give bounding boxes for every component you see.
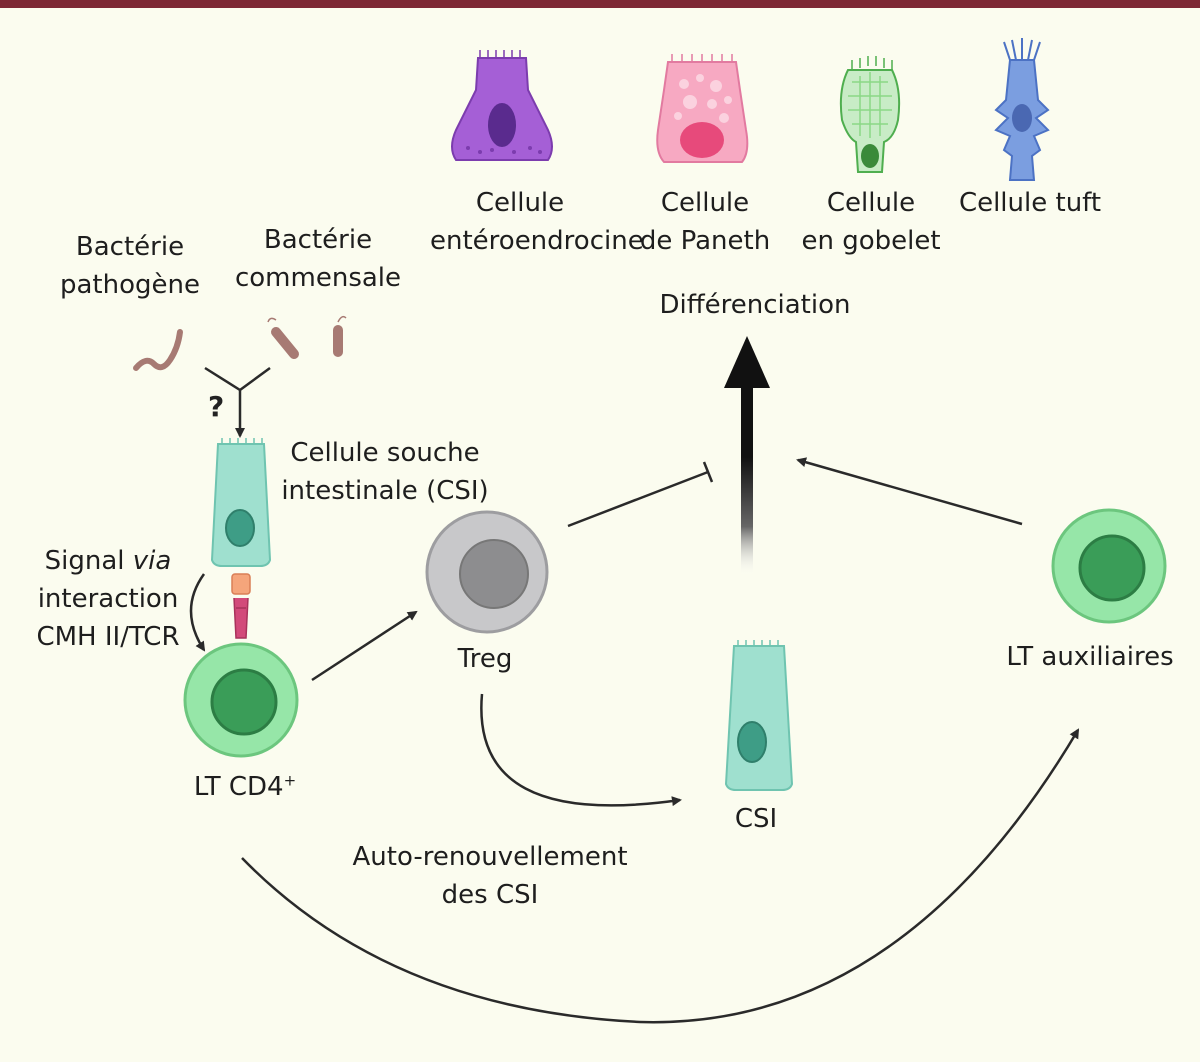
commensal-bacteria-label: Bactérie commensale — [234, 225, 402, 293]
cd4-to-treg-arrow — [311, 610, 418, 682]
goblet-label: Cellule en gobelet — [801, 188, 941, 256]
treg-inhibition-line — [567, 461, 714, 528]
helper-to-differentiation-arrow — [796, 457, 1023, 526]
cd4-to-helper-arc-arrow — [241, 728, 1080, 1024]
treg-cell-icon — [425, 510, 549, 634]
tuft-label: Cellule tuft — [958, 188, 1102, 218]
top-border-bar — [0, 0, 1200, 8]
lt-cd4-label: LT CD4+ — [193, 771, 297, 802]
receptor-arrow — [204, 366, 271, 436]
enteroendocrine-cell-icon — [451, 50, 553, 161]
self-renewal-arrow — [480, 693, 682, 807]
goblet-cell-icon — [839, 56, 901, 173]
commensal-bacteria-icon — [267, 315, 347, 359]
pathogenic-bacteria-label: Bactérie pathogène — [60, 232, 200, 300]
self-renewal-label: Auto-renouvellement des CSI — [352, 842, 628, 910]
csi-label: CSI — [734, 804, 778, 834]
isc-title-label: Cellule souche intestinale (CSI) — [281, 438, 489, 506]
tuft-cell-icon — [994, 38, 1050, 181]
lt-cd4-cell-icon — [183, 642, 299, 758]
stem-cell-center-icon — [724, 640, 794, 791]
pathogenic-bacterium-icon — [133, 329, 183, 371]
differentiation-big-arrow — [724, 336, 770, 576]
question-mark: ? — [208, 390, 225, 423]
mhc-tcr-complex — [231, 573, 251, 639]
paneth-label: Cellule de Paneth — [639, 188, 771, 256]
differentiation-label: Différenciation — [659, 290, 851, 320]
paneth-cell-icon — [656, 54, 749, 163]
treg-label: Treg — [457, 644, 513, 674]
signal-label: Signal via interaction CMH II/TCR — [36, 546, 180, 652]
lt-helper-cell-icon — [1051, 508, 1167, 624]
stem-cell-left-icon — [210, 438, 272, 567]
lt-helper-label: LT auxiliaires — [1006, 642, 1174, 672]
enteroendocrine-label: Cellule entéroendrocine — [430, 188, 644, 256]
signal-curved-arrow — [189, 573, 206, 652]
